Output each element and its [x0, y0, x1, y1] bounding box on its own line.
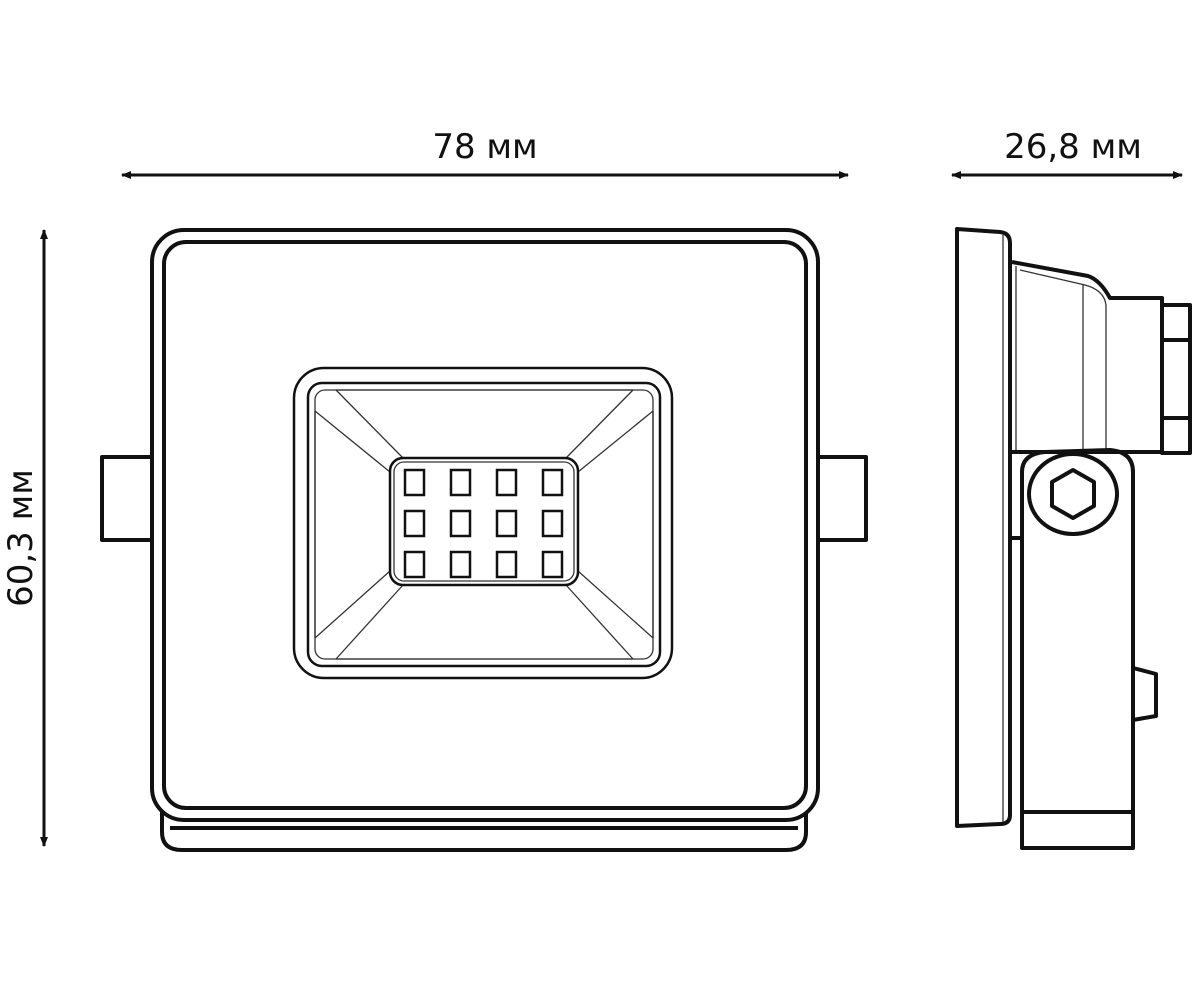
cable-gland — [1160, 303, 1192, 455]
side-view — [955, 227, 1192, 850]
reflector-diagonals — [314, 389, 654, 660]
led-chip — [495, 468, 518, 497]
led-chip — [541, 468, 564, 497]
front-view — [100, 228, 868, 852]
mount-bracket — [1020, 448, 1135, 850]
led-chip — [403, 468, 426, 497]
side-front-plate — [955, 227, 1012, 828]
led-chip — [541, 509, 564, 538]
width-label: 78 мм — [432, 127, 537, 167]
hex-socket-icon — [1050, 468, 1096, 520]
height-label: 60,3 мм — [1, 469, 41, 607]
width-dimension: 78 мм — [121, 127, 849, 179]
reflector — [306, 381, 662, 668]
led-grid — [403, 468, 564, 579]
depth-dimension: 26,8 мм — [951, 127, 1183, 179]
bracket-bolt — [1027, 452, 1119, 536]
led-chip — [449, 509, 472, 538]
depth-label: 26,8 мм — [1004, 127, 1142, 167]
housing-outer — [150, 228, 820, 822]
led-chip — [541, 550, 564, 579]
led-board — [388, 456, 580, 587]
right-mount-tab — [814, 455, 868, 542]
left-mount-tab — [100, 455, 156, 542]
housing-inner — [162, 240, 808, 810]
led-chip — [449, 550, 472, 579]
side-driver-body — [1011, 260, 1164, 454]
led-chip — [495, 509, 518, 538]
height-dimension: 60,3 мм — [1, 229, 48, 847]
bottom-rim — [160, 800, 808, 852]
bracket-tab — [1132, 666, 1158, 722]
lens-frame — [292, 366, 674, 680]
led-chip — [449, 468, 472, 497]
led-chip — [403, 509, 426, 538]
led-chip — [495, 550, 518, 579]
led-chip — [403, 550, 426, 579]
